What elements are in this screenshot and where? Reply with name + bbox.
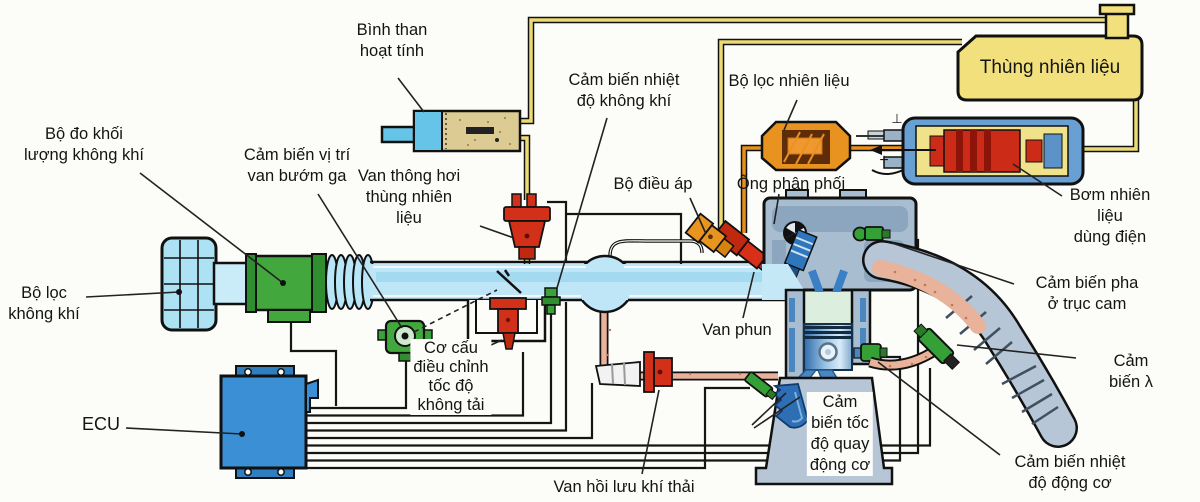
plus-terminal-symbol: + xyxy=(879,152,889,169)
exhaust-pipe-graphic xyxy=(862,240,1078,448)
label-fuel-pump: Bơm nhiên liệu dùng điện xyxy=(1069,186,1151,246)
engine-graphic xyxy=(744,189,1078,486)
fuel-supply-line xyxy=(740,144,905,233)
flywheel-teeth xyxy=(772,383,809,429)
label-lambda-sensor: Cảm biến λ xyxy=(1108,352,1154,391)
bellows-hose xyxy=(325,254,375,310)
charcoal-canister-graphic xyxy=(380,109,522,153)
ground-terminal-symbol: ⊥ xyxy=(891,111,903,126)
label-air-filter: Bộ lọc không khí xyxy=(8,284,80,323)
label-purge-valve: Van thông hơi thùng nhiên liệu xyxy=(357,167,461,227)
intake-pipe-graphic xyxy=(370,254,788,314)
exhaust-gas-flow xyxy=(868,260,986,371)
camshaft-phase-sensor-graphic xyxy=(852,226,891,242)
label-fuel-filter: Bộ lọc nhiên liệu xyxy=(728,72,850,90)
label-throttle-position-sensor: Cảm biến vị trí van bướm ga xyxy=(243,146,351,185)
fuel-pump-graphic xyxy=(856,116,1085,186)
piston xyxy=(803,323,853,371)
fuel-flow-arrow xyxy=(870,145,936,155)
label-crank-speed-sensor: Cảm biến tốc độ quay động cơ xyxy=(806,392,874,476)
leader-dots xyxy=(176,280,286,437)
label-pressure-regulator: Bộ điều áp xyxy=(613,175,693,193)
air-filter-graphic xyxy=(160,236,218,332)
label-leader-lines xyxy=(85,77,1077,475)
label-fuel-rail: Ống phân phối xyxy=(736,175,846,193)
label-injector: Van phun xyxy=(702,321,772,339)
label-ecu: ECU xyxy=(81,414,121,434)
throttle-plate xyxy=(496,269,522,294)
label-cam-phase-sensor: Cảm biến pha ở trục cam xyxy=(1035,274,1139,313)
fuel-tank-graphic xyxy=(956,3,1144,102)
pressure-regulator-graphic xyxy=(684,212,735,259)
label-air-temp-sensor: Cảm biến nhiệt độ không khí xyxy=(568,71,680,110)
lambda-sensor-graphic xyxy=(913,323,961,371)
label-charcoal-canister: Bình than hoạt tính xyxy=(356,21,428,60)
crankshaft-speed-sensor-graphic xyxy=(744,371,778,401)
vacuum-hose xyxy=(608,239,704,257)
label-idle-speed-control: Cơ cấu điều chỉnh tốc độ không tải xyxy=(410,339,492,415)
idle-speed-valve-graphic xyxy=(489,297,527,350)
air-temp-sensor-graphic xyxy=(541,287,561,315)
label-fuel-tank: Thùng nhiên liệu xyxy=(979,57,1121,78)
fuel-filter-graphic xyxy=(760,120,852,172)
label-coolant-temp-sensor: Cảm biến nhiệt độ động cơ xyxy=(1014,453,1126,492)
label-egr-valve: Van hồi lưu khí thải xyxy=(553,478,695,496)
label-air-mass-meter: Bộ đo khối lượng không khí xyxy=(23,125,145,164)
fuel-vapour-lines xyxy=(520,16,1140,266)
air-mass-meter-graphic xyxy=(245,253,327,323)
ecu-graphic xyxy=(219,365,319,479)
purge-valve-graphic xyxy=(503,193,551,260)
egr-valve-graphic xyxy=(594,351,673,393)
